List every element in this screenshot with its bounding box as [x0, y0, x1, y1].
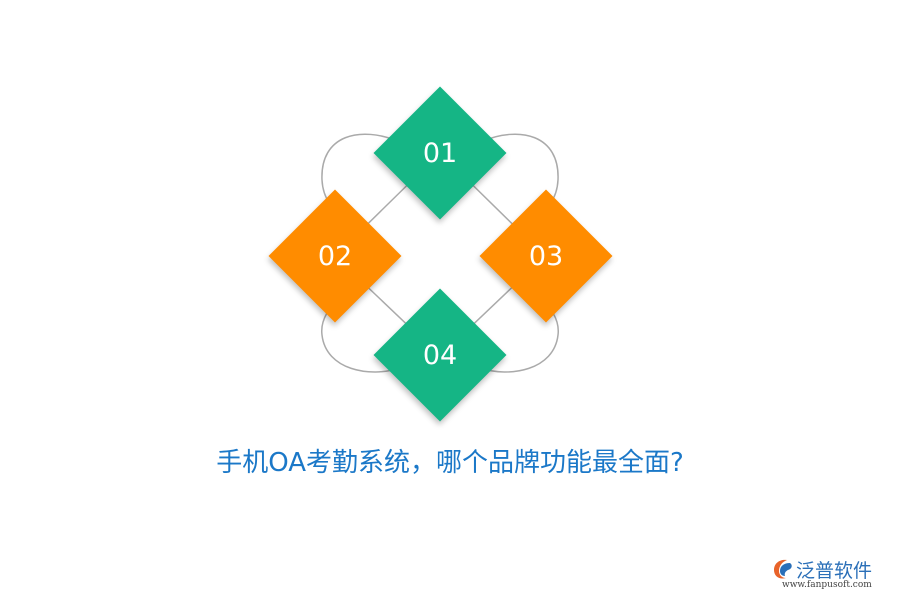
- brand-url: www.fanpusoft.com: [782, 580, 872, 590]
- diamond-01-label: 01: [422, 137, 458, 169]
- brand-logo: 泛普软件 www.fanpusoft.com: [770, 552, 894, 592]
- brand-name: 泛普软件: [796, 560, 873, 582]
- diamond-02-label: 02: [317, 240, 353, 272]
- diamond-03-label: 03: [528, 240, 564, 272]
- caption-title: 手机OA考勤系统，哪个品牌功能最全面?: [216, 448, 684, 478]
- diamond-04-label: 04: [422, 339, 458, 371]
- fanpu-logo-icon: [774, 559, 792, 579]
